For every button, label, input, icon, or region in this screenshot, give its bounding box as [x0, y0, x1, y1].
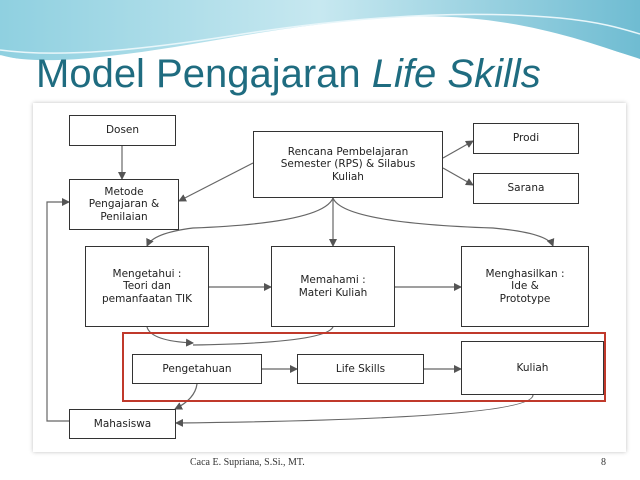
edge-rps-menghasilkan — [332, 197, 555, 247]
node-prodi: Prodi — [473, 123, 579, 154]
slide-title-emphasis: Life Skills — [371, 52, 541, 96]
node-pengetahuan: Pengetahuan — [132, 354, 262, 384]
node-menghasilkan: Menghasilkan : Ide & Prototype — [461, 246, 589, 327]
life-skills-group-box — [122, 332, 606, 402]
edge-mengetahui-pengetahuan — [146, 326, 194, 347]
node-metode: Metode Pengajaran & Penilaian — [69, 179, 179, 230]
slide-title-main: Model Pengajaran — [36, 52, 372, 96]
node-dosen: Dosen — [69, 115, 176, 146]
diagram-frame: Dosen Metode Pengajaran & Penilaian Renc… — [33, 103, 626, 452]
slide-title: Model Pengajaran Life Skills — [36, 52, 541, 96]
node-life-skills: Life Skills — [297, 354, 424, 384]
diagram-connectors — [46, 139, 555, 427]
edge-rps-metode — [178, 162, 254, 202]
node-mengetahui: Mengetahui : Teori dan pemanfaatan TIK — [85, 246, 209, 327]
edge-rps-sarana — [442, 167, 474, 186]
edge-rps-prodi — [442, 140, 474, 159]
page-number: 8 — [601, 457, 606, 468]
edge-memahami-pengetahuan — [192, 326, 334, 346]
header-wave-decoration — [0, 0, 640, 65]
node-rps: Rencana Pembelajaran Semester (RPS) & Si… — [253, 131, 443, 198]
edge-pengetahuan-mahasiswa — [174, 383, 198, 410]
edge-mahasiswa-metode — [46, 198, 70, 422]
edge-rps-mengetahui — [146, 197, 334, 247]
node-memahami: Memahami : Materi Kuliah — [271, 246, 395, 327]
node-sarana: Sarana — [473, 173, 579, 204]
node-kuliah: Kuliah — [461, 341, 604, 395]
node-mahasiswa: Mahasiswa — [69, 409, 176, 439]
footer-author: Caca E. Supriana, S.Si., MT. — [190, 457, 305, 468]
